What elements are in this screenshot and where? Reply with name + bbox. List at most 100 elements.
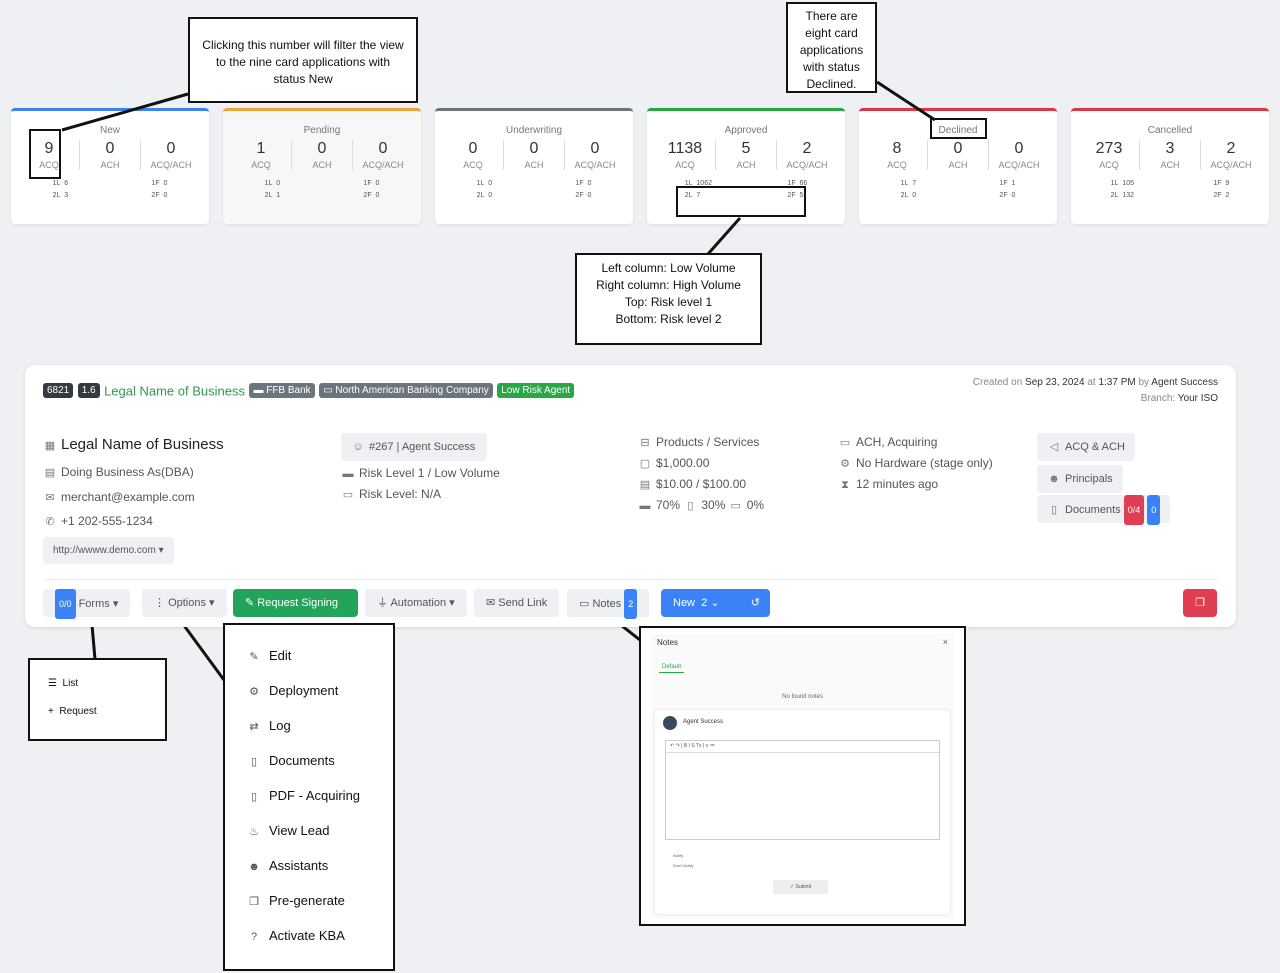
l1-value[interactable]: 7 — [912, 180, 917, 187]
count-acq-value[interactable]: 273 — [1095, 140, 1123, 157]
website-dropdown[interactable]: http://wwww.demo.com ▾ — [43, 537, 174, 564]
l1-value[interactable]: 0 — [276, 180, 281, 187]
h1-value[interactable]: 1 — [1011, 180, 1016, 187]
count-acqach-value[interactable]: 0 — [590, 140, 600, 157]
options-assistants[interactable]: ☻Assistants — [225, 848, 393, 883]
l1-value[interactable]: 105 — [1122, 180, 1135, 187]
l1-value[interactable]: 6 — [64, 180, 69, 187]
h1-value[interactable]: 66 — [799, 180, 808, 187]
forms-menu-request[interactable]: + Request — [30, 698, 165, 726]
count-acqach-value[interactable]: 0 — [1014, 140, 1024, 157]
count-ach-value[interactable]: 0 — [317, 140, 327, 157]
email[interactable]: ✉merchant@example.com — [43, 490, 194, 504]
l2-value[interactable]: 3 — [64, 192, 69, 199]
h1-value[interactable]: 0 — [375, 180, 380, 187]
acq-ach-button[interactable]: ◁ACQ & ACH — [1037, 433, 1135, 461]
notes-button[interactable]: ▭ Notes 2 — [567, 589, 650, 619]
l2-value[interactable]: 1 — [276, 192, 281, 199]
l2-value[interactable]: 0 — [912, 192, 917, 199]
h2-value[interactable]: 0 — [375, 192, 380, 199]
count-ach-value[interactable]: 0 — [953, 140, 963, 157]
options-deployment[interactable]: ⚙Deployment — [225, 673, 393, 708]
count-acq-value[interactable]: 9 — [44, 140, 54, 157]
l2-value[interactable]: 7 — [696, 192, 701, 199]
l1-value[interactable]: 1062 — [696, 180, 712, 187]
tab-default[interactable]: Default — [659, 662, 685, 673]
options-button[interactable]: ⋮ Options ▾ — [142, 589, 227, 617]
phone[interactable]: ✆+1 202-555-1234 — [43, 514, 152, 528]
options-pre-generate[interactable]: ❐Pre-generate — [225, 883, 393, 918]
count-acqach-value[interactable]: 0 — [378, 140, 388, 157]
options-edit[interactable]: ✎Edit — [225, 638, 393, 673]
notify-radio[interactable]: Notify — [673, 853, 684, 858]
request-signing-button[interactable]: ✎ Request Signing ▾ — [233, 589, 358, 637]
l1-value[interactable]: 0 — [488, 180, 493, 187]
options-view-lead[interactable]: ♨View Lead — [225, 813, 393, 848]
l2-value[interactable]: 132 — [1122, 192, 1135, 199]
send-link-button[interactable]: ✉ Send Link — [474, 589, 560, 617]
h2-value[interactable]: 0 — [1011, 192, 1016, 199]
forms-button[interactable]: 0/0 Forms ▾ — [43, 589, 131, 619]
h1-value[interactable]: 0 — [163, 180, 168, 187]
h2-value[interactable]: 5 — [799, 192, 804, 199]
forms-menu-list[interactable]: ☰ List — [30, 670, 165, 698]
h2-value[interactable]: 2 — [1225, 192, 1230, 199]
count-acq-value[interactable]: 8 — [892, 140, 902, 157]
documents-button[interactable]: ▯Documents 0/4 0 — [1037, 495, 1171, 525]
count-acq-value[interactable]: 1138 — [667, 140, 703, 157]
delete-button[interactable]: ❐ — [1183, 589, 1217, 617]
count-acqach-value[interactable]: 2 — [802, 140, 812, 157]
count-ach-value[interactable]: 0 — [529, 140, 539, 157]
options-log[interactable]: ⇄Log — [225, 708, 393, 743]
status-button[interactable]: New 2 ⌄ ↺ — [661, 589, 770, 617]
count-ach-value[interactable]: 5 — [741, 140, 751, 157]
note-editor[interactable]: ↶ ↷ | B I S Tx | ≡ ≔ — [665, 740, 940, 840]
merchant-title-link[interactable]: Legal Name of Business — [104, 383, 245, 399]
count-acqach-value[interactable]: 0 — [166, 140, 176, 157]
count-ach-value[interactable]: 3 — [1165, 140, 1175, 157]
h2-value[interactable]: 0 — [163, 192, 168, 199]
options-pdf-acquiring[interactable]: ▯PDF - Acquiring — [225, 778, 393, 813]
close-icon[interactable]: × — [942, 637, 948, 647]
submit-button[interactable]: ✓ Submit — [773, 880, 828, 894]
editor-toolbar[interactable]: ↶ ↷ | B I S Tx | ≡ ≔ — [666, 741, 939, 753]
dont-notify-radio[interactable]: Don't Notify — [673, 863, 694, 868]
options-activate-kba[interactable]: ?Activate KBA — [225, 918, 393, 953]
count-acqach-value[interactable]: 2 — [1226, 140, 1236, 157]
history-icon[interactable]: ↺ — [750, 597, 760, 609]
h1-value[interactable]: 9 — [1225, 180, 1230, 187]
count-acq-value[interactable]: 0 — [468, 140, 478, 157]
count-ach-value[interactable]: 0 — [105, 140, 115, 157]
l2-value[interactable]: 0 — [488, 192, 493, 199]
automation-button[interactable]: ⏚ Automation ▾ — [365, 589, 467, 617]
agent-button[interactable]: ☺#267 | Agent Success — [341, 433, 487, 461]
h2-value[interactable]: 0 — [587, 192, 592, 199]
options-documents[interactable]: ▯Documents — [225, 743, 393, 778]
h1-value[interactable]: 0 — [587, 180, 592, 187]
count-acq-value[interactable]: 1 — [256, 140, 266, 157]
principals-button[interactable]: ☻Principals — [1037, 465, 1123, 493]
